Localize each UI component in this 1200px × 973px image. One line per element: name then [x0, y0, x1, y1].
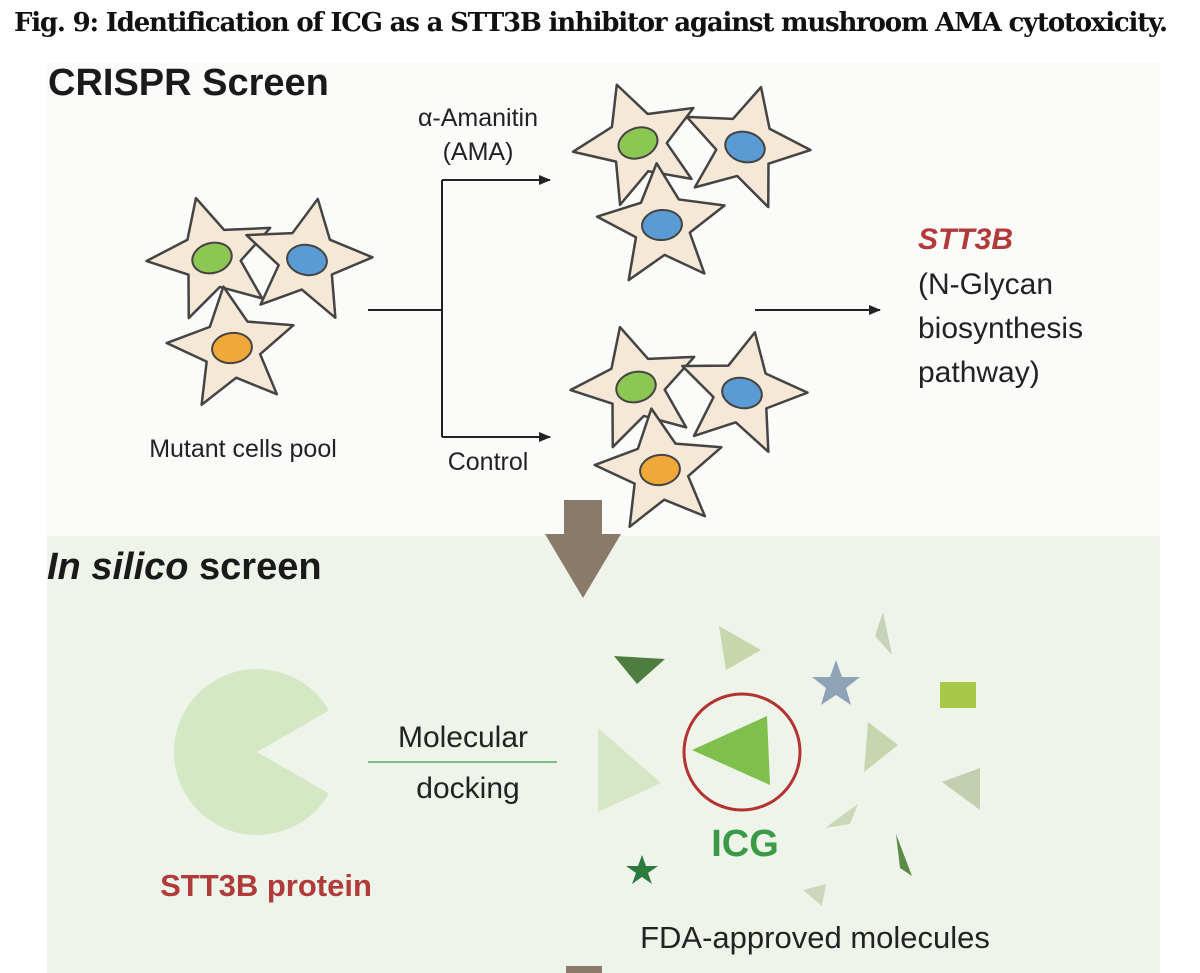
molecule-triangle [864, 722, 898, 772]
molecule-triangle [875, 612, 892, 655]
down-arrow-tail [566, 966, 602, 973]
fda-molecules-label: FDA-approved molecules [640, 920, 990, 955]
in-silico-title-rest: screen [188, 546, 321, 588]
figure-caption: Fig. 9: Identification of ICG as a STT3B… [14, 8, 1168, 38]
result-line3: pathway) [918, 356, 1040, 389]
stt3b-gene-label: STT3B [918, 223, 1013, 256]
cell-blue [667, 317, 819, 459]
molecule-triangle [614, 656, 665, 684]
control-cells [556, 309, 819, 532]
cell-blue [233, 186, 383, 324]
molecule-triangle [942, 768, 980, 810]
stt3b-protein-label: STT3B protein [160, 868, 372, 903]
molecule-star [626, 855, 658, 884]
docking-label-line1: Molecular [398, 721, 528, 754]
mutant-cell-pool [132, 180, 383, 410]
ama-label-line2: (AMA) [443, 138, 514, 166]
icg-molecule [692, 716, 770, 785]
stt3b-protein-shape [174, 668, 329, 835]
ama-label-line1: α-Amanitin [418, 104, 538, 132]
molecule-triangle [598, 728, 661, 812]
in-silico-title: In silico screen [47, 546, 322, 588]
molecule-library [598, 612, 980, 906]
cell-green [132, 180, 289, 327]
in-silico-title-italic: In silico [47, 546, 188, 588]
icg-label: ICG [711, 823, 779, 865]
cell-green [555, 61, 718, 216]
docking-label-line2: docking [416, 772, 519, 805]
result-line2: biosynthesis [918, 312, 1083, 345]
cell-orange [158, 276, 304, 410]
molecule-triangle [825, 804, 858, 828]
molecule-triangle [803, 884, 826, 906]
molecule-square [940, 682, 976, 708]
molecule-star [812, 660, 860, 705]
crispr-screen-title: CRISPR Screen [48, 62, 329, 104]
down-arrow [545, 500, 621, 598]
cell-orange [586, 398, 732, 532]
cell-green [556, 309, 713, 456]
ama-treated-cells [555, 61, 825, 284]
molecule-triangle [896, 834, 912, 876]
icg-highlight-circle [682, 692, 802, 812]
molecule-triangle [719, 626, 761, 670]
branch-arrows [368, 175, 551, 442]
control-label: Control [448, 448, 529, 476]
cell-blue [668, 69, 825, 216]
cell-blue [591, 156, 732, 284]
mutant-cells-pool-label: Mutant cells pool [149, 435, 337, 463]
result-line1: (N-Glycan [918, 268, 1053, 301]
